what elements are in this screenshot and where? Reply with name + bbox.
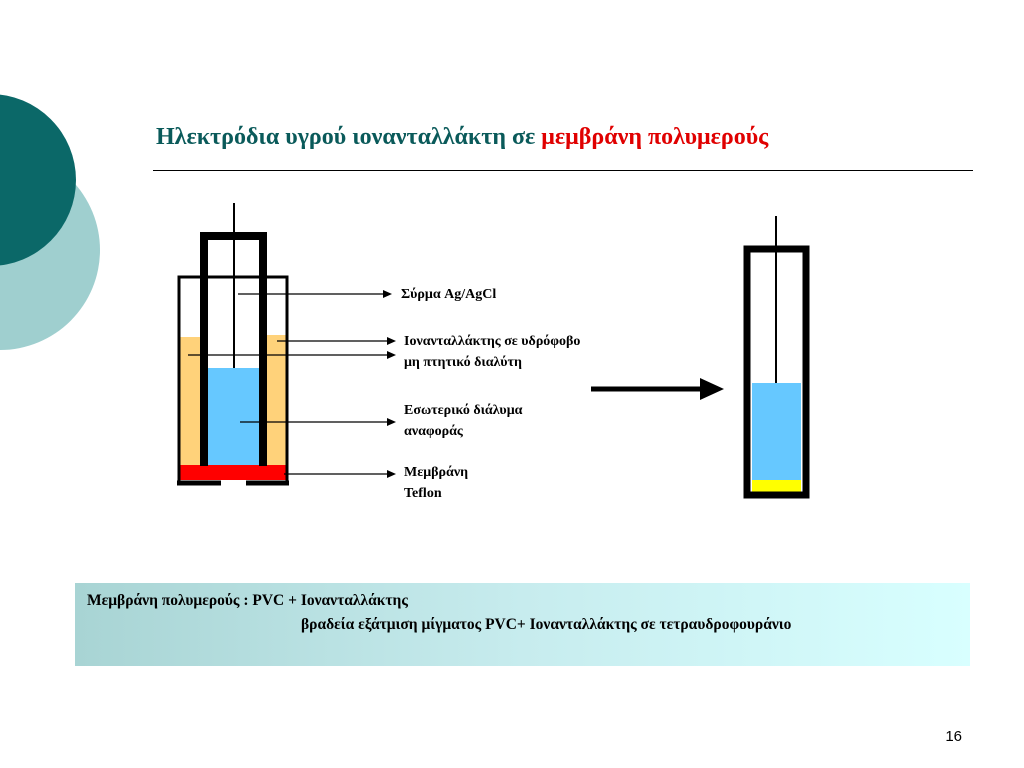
page-number: 16 (945, 728, 962, 745)
title-accent-text: μεμβράνη πολυμερούς (541, 124, 769, 150)
label-inner-solution-line1: Εσωτερικό διάλυμα (404, 403, 523, 418)
exchanger-fill-right (267, 335, 287, 465)
transformation-arrow (591, 378, 724, 400)
wire-pointer-arrow (383, 290, 392, 298)
label-exchanger-line2: μη πτητικό διαλύτη (404, 355, 522, 370)
teflon-membrane (179, 465, 287, 480)
label-inner-solution: Εσωτερικό διάλυμα αναφοράς (404, 400, 522, 442)
inner-solution-pointer-arrow (387, 418, 396, 426)
label-wire: Σύρμα Ag/AgCl (401, 284, 496, 305)
label-exchanger-line1: Ιονανταλλάκτης σε υδρόφοβο (404, 334, 581, 349)
inner-solution-fill (208, 368, 261, 465)
info-box-line1: Μεμβράνη πολυμερούς : PVC + Ιονανταλλάκτ… (87, 592, 408, 609)
label-membrane-line2: Teflon (404, 486, 442, 501)
transformation-arrow-head (700, 378, 724, 400)
label-membrane-line1: Μεμβράνη (404, 465, 469, 480)
exchanger-fill-left (180, 337, 202, 465)
exchanger-pointer-arrow-2 (387, 351, 396, 359)
label-inner-solution-line2: αναφοράς (404, 424, 463, 439)
pvc-membrane (752, 480, 801, 494)
pvc-membrane-electrode (743, 216, 810, 499)
label-exchanger: Ιονανταλλάκτης σε υδρόφοβο μη πτητικό δια… (404, 331, 580, 373)
info-box-line2: βραδεία εξάτμιση μίγματος PVC+ Ιονανταλλ… (301, 616, 792, 633)
page-title: Ηλεκτρόδια υγρού ιονανταλλάκτη σε μεμβρά… (156, 124, 768, 151)
title-underline (153, 170, 973, 171)
label-wire-text: Σύρμα Ag/AgCl (401, 287, 497, 302)
pvc-inner-solution-fill (752, 383, 801, 480)
label-pointers (188, 290, 396, 478)
liquid-exchanger-electrode (177, 203, 289, 486)
membrane-pointer-arrow (387, 470, 396, 478)
info-box: Μεμβράνη πολυμερούς : PVC + Ιονανταλλάκτ… (75, 583, 970, 666)
decorative-circles (0, 94, 100, 350)
decorative-circle-dark (0, 94, 76, 266)
exchanger-pointer-arrow (387, 337, 396, 345)
title-main-text: Ηλεκτρόδια υγρού ιονανταλλάκτη σε (156, 124, 542, 150)
